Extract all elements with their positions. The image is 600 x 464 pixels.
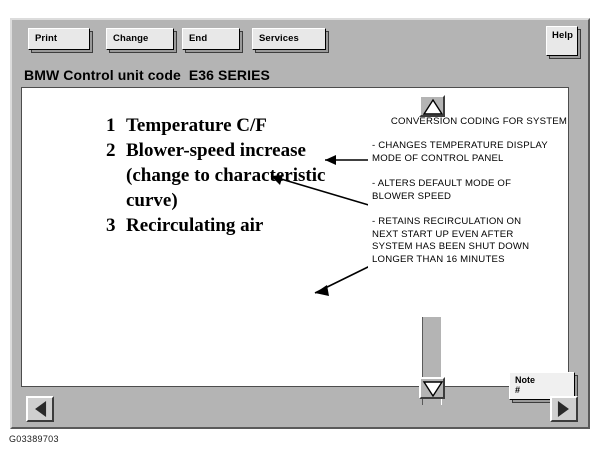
- annotation-item: - CHANGES TEMPERATURE DISPLAY MODE OF CO…: [372, 140, 548, 164]
- previous-page-button[interactable]: [26, 396, 54, 422]
- next-page-button[interactable]: [550, 396, 578, 422]
- application-frame: Print Change End Services Help BMW Contr…: [10, 18, 590, 429]
- services-button[interactable]: Services: [252, 28, 326, 50]
- list-item: 1 Temperature C/F: [106, 113, 336, 138]
- annotation-item: - ALTERS DEFAULT MODE OF BLOWER SPEED: [372, 178, 512, 202]
- note-label: Note: [515, 375, 535, 385]
- list-item-number: 3: [106, 215, 116, 236]
- scroll-up-button[interactable]: [419, 95, 445, 117]
- list-item: 2 Blower-speed increase (change to chara…: [106, 138, 336, 213]
- print-button[interactable]: Print: [28, 28, 90, 50]
- change-button[interactable]: Change: [106, 28, 174, 50]
- list-item-label: Recirculating air: [126, 215, 264, 236]
- coding-list: 1 Temperature C/F 2 Blower-speed increas…: [106, 113, 336, 238]
- triangle-right-icon: [557, 401, 569, 417]
- list-item-number: 2: [106, 140, 116, 161]
- end-button[interactable]: End: [182, 28, 240, 50]
- vertical-scrollbar[interactable]: [417, 87, 447, 407]
- triangle-left-icon: [35, 401, 47, 417]
- annotation-item: - RETAINS RECIRCULATION ON NEXT START UP…: [372, 216, 530, 265]
- document-panel: 1 Temperature C/F 2 Blower-speed increas…: [21, 87, 569, 387]
- list-item-label: Temperature C/F: [126, 115, 267, 136]
- note-value: #: [515, 385, 521, 395]
- list-item-number: 1: [106, 115, 116, 136]
- note-button[interactable]: Note #: [509, 372, 575, 400]
- annotation-heading: CONVERSION CODING FOR SYSTEM: [390, 116, 568, 127]
- figure-caption: G03389703: [9, 434, 59, 444]
- list-item: 3 Recirculating air: [106, 213, 336, 238]
- list-item-label: Blower-speed increase (change to charact…: [126, 140, 326, 211]
- scroll-down-button[interactable]: [419, 377, 445, 399]
- page-title: BMW Control unit code E36 SERIES: [24, 67, 270, 83]
- toolbar: Print Change End Services Help: [12, 20, 588, 66]
- help-button[interactable]: Help: [546, 26, 578, 56]
- annotation-card: CONVERSION CODING FOR SYSTEM - CHANGES T…: [368, 108, 568, 316]
